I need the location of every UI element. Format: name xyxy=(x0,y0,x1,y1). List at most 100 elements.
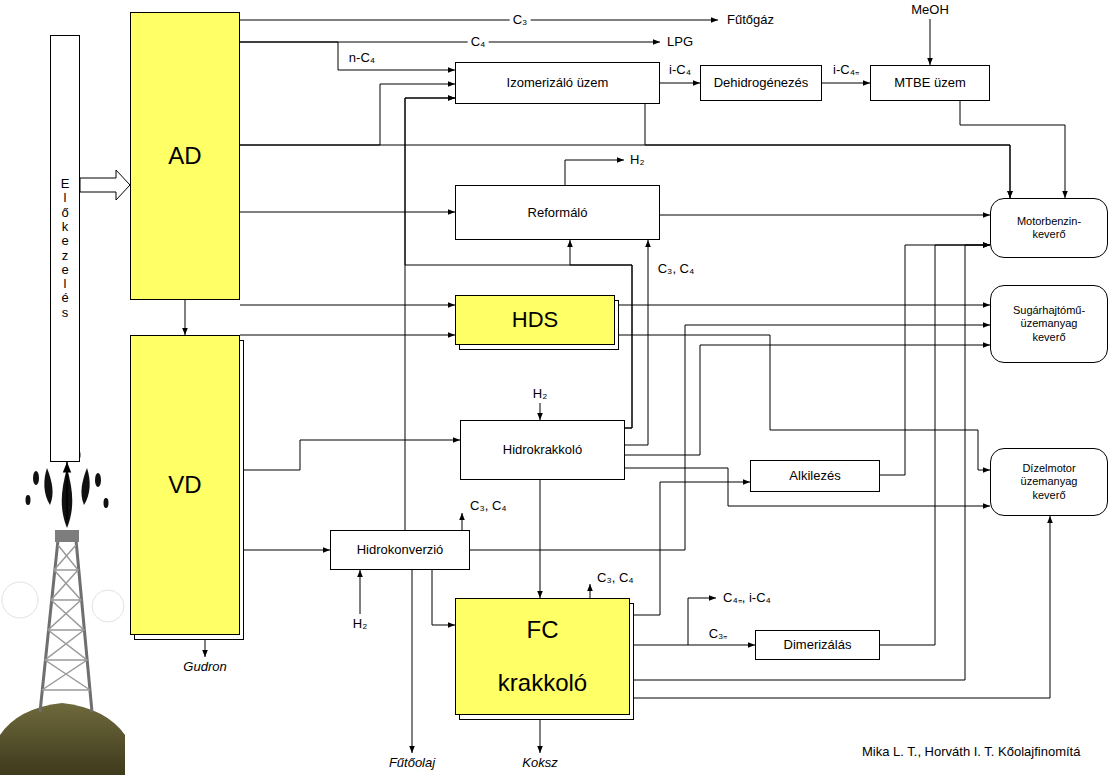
feed-arrow xyxy=(80,170,130,200)
feed-arrow xyxy=(66,462,68,520)
node-text: Hidrokonverzió xyxy=(357,542,444,558)
node-text: Alkilezés xyxy=(789,468,840,484)
process-box: Alkilezés xyxy=(750,460,880,492)
process-box: Reformáló xyxy=(455,185,660,240)
stream-label: C₃₌ xyxy=(706,627,731,642)
flow-connector xyxy=(822,83,870,84)
stream-label: C₃, C₄ xyxy=(470,499,507,514)
node-text: Motorbenzin- keverő xyxy=(1007,215,1091,241)
ground-mound xyxy=(0,703,125,775)
flow-connector xyxy=(240,440,460,470)
node-text: Izomerizáló üzem xyxy=(507,75,609,91)
product-label: Fűtőgáz xyxy=(727,13,774,28)
flow-connector xyxy=(240,305,455,306)
oil-derrick xyxy=(0,450,125,775)
product-label: LPG xyxy=(667,35,693,50)
node-text: MTBE üzem xyxy=(894,75,966,91)
leader-arrow xyxy=(540,403,541,420)
node-text: Hidrokrakkoló xyxy=(503,442,582,458)
node-text: Sugárhajtómű- üzemanyag keverő xyxy=(1007,304,1091,344)
derrick-legs xyxy=(40,540,92,712)
flow-connector xyxy=(625,240,648,445)
distillation-column: AD xyxy=(130,12,240,300)
leader-arrow xyxy=(205,640,206,657)
flow-connector xyxy=(240,42,455,70)
product-label: Koksz xyxy=(522,756,557,771)
node-text: VD xyxy=(168,471,201,500)
flow-connector xyxy=(185,300,186,335)
blender-box: Motorbenzin- keverő xyxy=(990,198,1108,258)
feed-label: H₂ xyxy=(353,617,367,632)
node-text: Dízelmotor üzemanyag keverő xyxy=(1007,462,1091,502)
flow-connector xyxy=(432,570,455,625)
flow-connector xyxy=(405,98,632,428)
product-label: Fűtőolaj xyxy=(389,756,435,771)
oil-drop xyxy=(33,471,39,485)
node-text: HDS xyxy=(512,307,558,333)
oil-drop xyxy=(95,473,101,487)
stream-label: C₄ xyxy=(468,35,489,50)
product-label: Gudron xyxy=(183,660,226,675)
node-text: Előkezelés xyxy=(60,177,69,320)
process-box: Hidrokonverzió xyxy=(330,530,470,570)
stream-label: i-C₄ xyxy=(666,63,694,78)
process-box: Dehidrogénezés xyxy=(700,65,822,101)
process-box: Hidrokrakkoló xyxy=(460,420,625,480)
stream-label: C₃ xyxy=(510,13,531,28)
cloud xyxy=(92,590,124,622)
derrick-top xyxy=(55,530,79,542)
process-box: Izomerizáló üzem xyxy=(455,62,660,104)
stream-label: H₂ xyxy=(630,153,644,168)
node-text: FC krakkoló xyxy=(488,604,598,710)
leader-arrow xyxy=(930,19,931,65)
stream-label: n-C₄ xyxy=(346,51,378,66)
stream-label: C₃, C₄ xyxy=(655,262,698,277)
flow-connector xyxy=(645,104,1010,198)
cloud xyxy=(2,582,38,618)
leader-arrow xyxy=(565,160,624,185)
flow-connector xyxy=(960,101,1065,198)
oil-drop xyxy=(104,498,109,508)
flow-connector xyxy=(880,245,990,645)
flow-connector xyxy=(540,480,541,598)
node-text: AD xyxy=(168,142,201,171)
leader-arrow xyxy=(540,715,541,753)
blender-box: Dízelmotor üzemanyag keverő xyxy=(990,448,1108,516)
flow-connector xyxy=(660,215,990,216)
flow-connector xyxy=(615,335,990,470)
leader-arrow xyxy=(240,20,718,21)
node-text: Dimerizálás xyxy=(784,637,852,653)
stream-label: i-C₄₌ xyxy=(830,63,862,78)
flow-connector xyxy=(240,212,455,213)
flow-connector xyxy=(240,335,455,336)
leader-arrow xyxy=(590,584,591,598)
flow-connector xyxy=(240,84,455,145)
feed-label: MeOH xyxy=(911,3,949,18)
stream-label: C₃, C₄ xyxy=(597,571,634,586)
oil-plume xyxy=(44,468,52,505)
citation-caption: Mika L. T., Horváth I. T. Kőolajfinomítá xyxy=(862,745,1080,760)
flow-connector xyxy=(630,516,1050,698)
flow-connector xyxy=(240,550,330,551)
derrick-braces xyxy=(42,545,90,690)
oil-plume xyxy=(81,468,89,505)
oil-drop xyxy=(26,495,31,505)
flow-connector xyxy=(630,645,755,646)
flow-connector xyxy=(405,98,455,530)
process-box: FC krakkoló xyxy=(455,598,630,715)
leader-arrows xyxy=(205,19,930,753)
process-box: HDS xyxy=(455,295,615,345)
leader-arrow xyxy=(412,570,413,753)
flow-connector xyxy=(660,83,700,84)
node-text: Dehidrogénezés xyxy=(714,75,809,91)
flow-connector xyxy=(630,245,990,680)
leader-arrow xyxy=(360,570,361,614)
pretreatment-column: Előkezelés xyxy=(50,35,80,462)
flow-connector xyxy=(615,305,990,306)
distillation-column: VD xyxy=(130,335,240,635)
process-box: MTBE üzem xyxy=(870,65,990,101)
node-text: Reformáló xyxy=(528,205,588,221)
feed-label: H₂ xyxy=(533,387,547,402)
